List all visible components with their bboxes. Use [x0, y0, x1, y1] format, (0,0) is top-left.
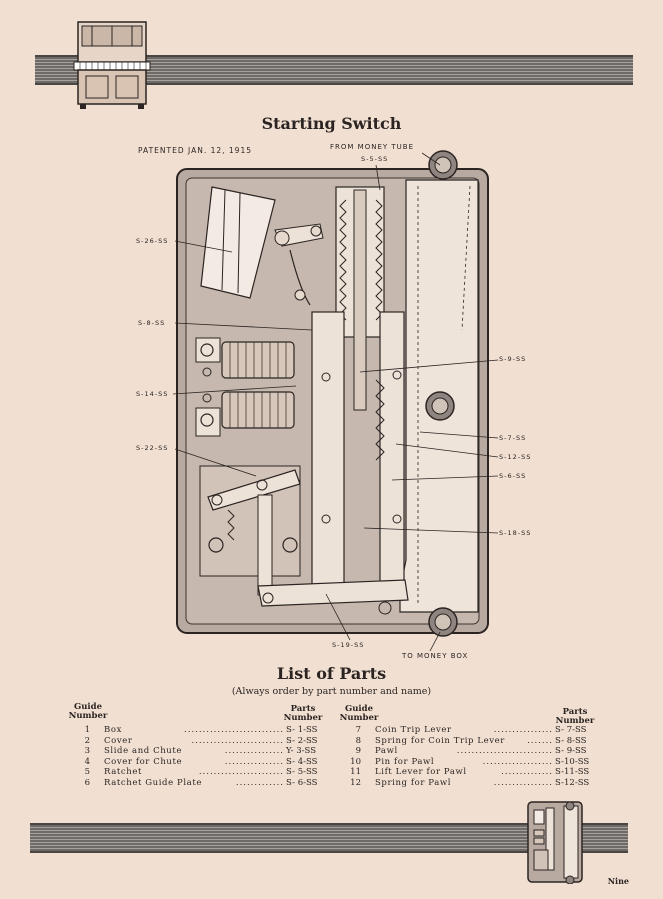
part-number: S- 7-SS: [555, 725, 587, 735]
part-name: Slide and Chute: [104, 746, 183, 757]
part-guide-number: 10: [350, 756, 361, 767]
leader-dots: .......................: [198, 767, 284, 778]
part-name: Cover: [104, 735, 133, 746]
part-number: S- 1-SS: [286, 725, 318, 735]
part-name: Spring for Coin Trip Lever: [375, 735, 505, 746]
leader-dots: ................: [493, 778, 553, 788]
label-s12: S-12-SS: [499, 453, 532, 461]
part-guide-number: 3: [84, 746, 90, 757]
page-title: Starting Switch: [261, 114, 402, 133]
patent-label: PATENTED JAN. 12, 1915: [138, 146, 252, 155]
leader-dots: ................: [224, 746, 284, 757]
label-s26: S-26-SS: [136, 237, 169, 245]
part-name: Ratchet: [104, 767, 142, 778]
part-number: Y- 3-SS: [286, 746, 317, 757]
page-number: Nine: [607, 876, 629, 886]
part-name: Spring for Pawl: [375, 778, 452, 788]
part-number: S- 6-SS: [286, 778, 318, 788]
part-guide-number: 5: [84, 767, 90, 778]
part-name: Box: [104, 725, 122, 735]
part-number: S-11-SS: [555, 767, 590, 778]
left-guide-header: Guide Number: [68, 702, 108, 721]
label-s22: S-22-SS: [136, 444, 169, 452]
leader-dots: ................: [493, 725, 553, 735]
leader-dots: ...........................: [184, 725, 284, 735]
part-number: S-10-SS: [555, 756, 590, 767]
part-number: S- 8-SS: [555, 735, 587, 746]
part-guide-number: 12: [350, 778, 361, 788]
part-guide-number: 2: [84, 735, 90, 746]
from-money-tube-label: FROM MONEY TUBE: [330, 143, 414, 151]
part-guide-number: 4: [84, 756, 90, 767]
part-guide-number: 9: [355, 746, 361, 757]
part-name: Pin for Pawl: [375, 756, 435, 767]
part-name: Pawl: [375, 746, 398, 757]
leader-dots: ..............: [501, 767, 553, 778]
parts-list-subtitle: (Always order by part number and name): [231, 686, 432, 697]
part-number: S- 9-SS: [555, 746, 587, 757]
label-s19: S-19-SS: [332, 641, 365, 649]
part-guide-number: 7: [355, 725, 361, 735]
part-number: S- 4-SS: [286, 756, 318, 767]
left-parts-header: Parts Number: [283, 704, 323, 723]
right-guide-header: Guide Number: [339, 704, 379, 723]
label-s8: S-8-SS: [138, 319, 166, 327]
part-name: Lift Lever for Pawl: [375, 767, 467, 778]
leader-dots: .............: [235, 778, 284, 788]
part-guide-number: 1: [84, 725, 90, 735]
leader-dots: ..........................: [456, 746, 553, 757]
part-guide-number: 8: [355, 735, 361, 746]
label-s7: S-7-SS: [499, 434, 527, 442]
right-parts-header: Parts Number: [555, 707, 595, 726]
leader-dots: .........................: [191, 735, 284, 746]
parts-list-title: List of Parts: [276, 664, 387, 683]
leader-dots: ...................: [482, 756, 553, 767]
leader-dots: ................: [224, 756, 284, 767]
label-s18: S-18-SS: [499, 529, 532, 537]
label-s5: S-5-SS: [361, 155, 389, 163]
player-piano-illustration: [73, 21, 151, 109]
label-s6: S-6-SS: [499, 472, 527, 480]
part-name: Coin Trip Lever: [375, 725, 452, 735]
part-guide-number: 6: [84, 778, 90, 788]
label-s9: S-9-SS: [499, 355, 527, 363]
to-money-box-label: TO MONEY BOX: [402, 652, 469, 660]
part-name: Cover for Chute: [104, 756, 183, 767]
label-s14: S-14-SS: [136, 390, 169, 398]
leader-dots: .......: [527, 735, 553, 746]
switch-thumbnail-illustration: [527, 801, 583, 884]
part-number: S-12-SS: [555, 778, 590, 788]
part-number: S- 2-SS: [286, 735, 318, 746]
part-guide-number: 11: [350, 767, 361, 778]
part-name: Ratchet Guide Plate: [104, 778, 202, 788]
part-number: S- 5-SS: [286, 767, 318, 778]
